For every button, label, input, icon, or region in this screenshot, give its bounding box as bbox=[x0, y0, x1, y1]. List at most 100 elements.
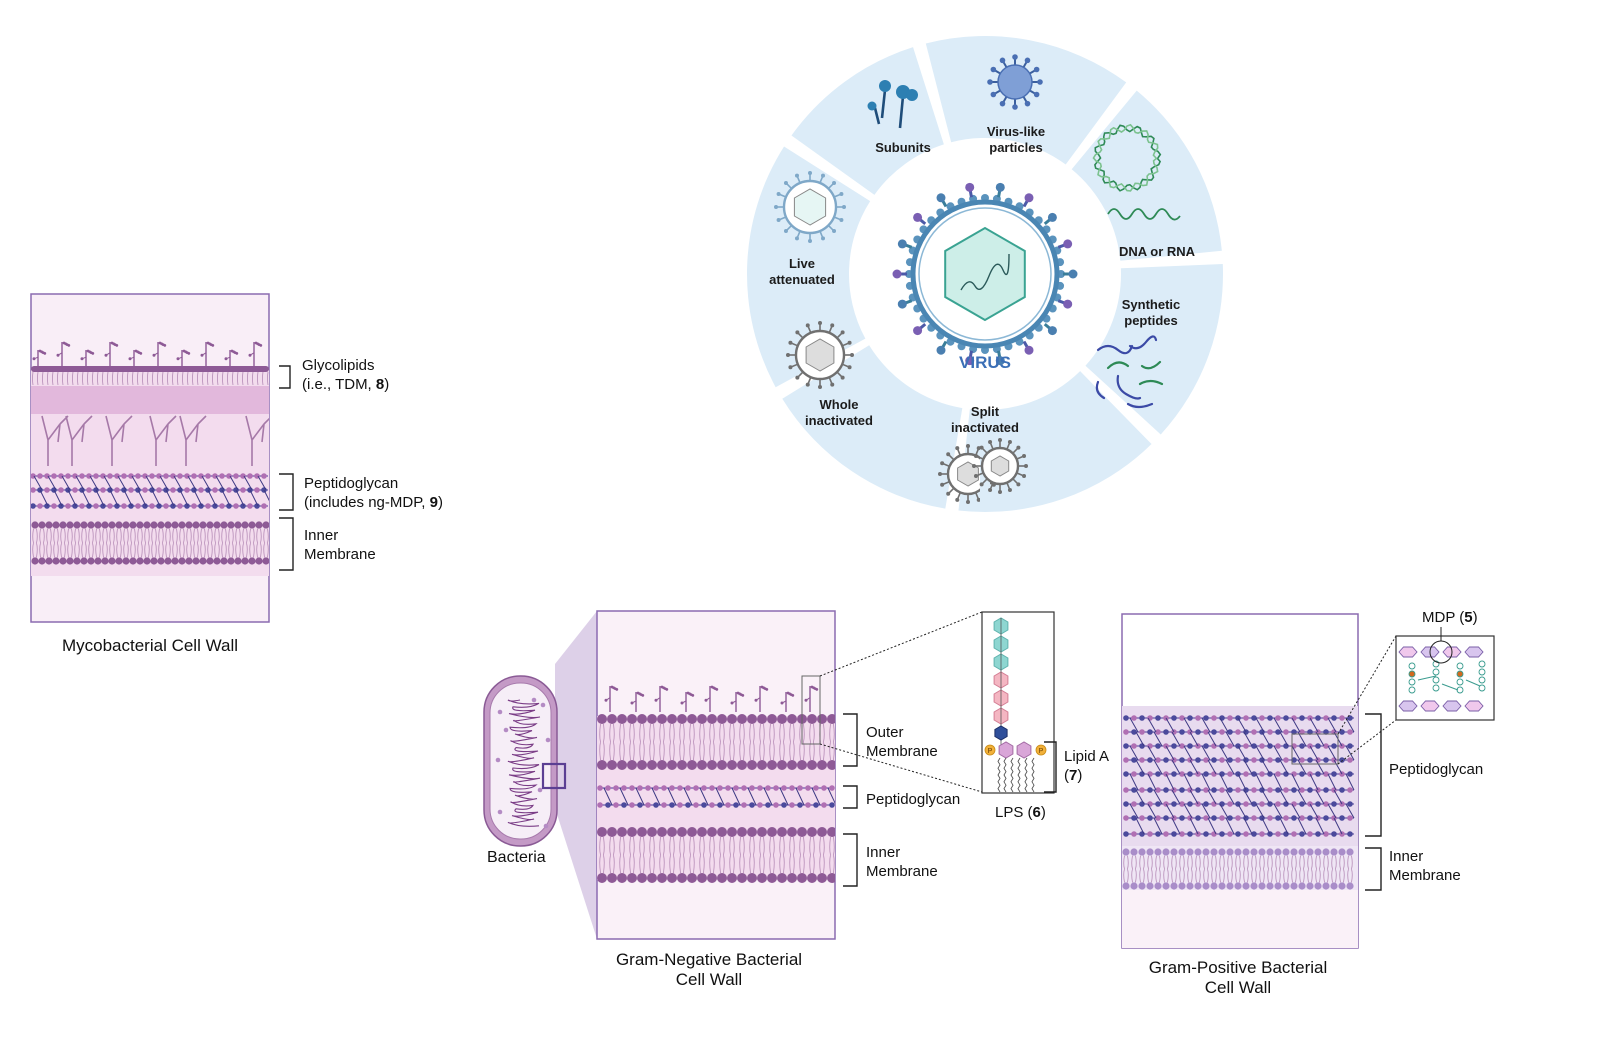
glycan-bead bbox=[1139, 815, 1145, 821]
glycan-bead bbox=[1203, 787, 1209, 793]
glycan-bead bbox=[709, 785, 715, 791]
peptide-crosslink bbox=[1309, 745, 1319, 761]
lipid-head bbox=[1146, 848, 1154, 856]
glycan-bead bbox=[1283, 787, 1289, 793]
peptide-crosslink bbox=[257, 475, 267, 491]
peptide-crosslink bbox=[1243, 759, 1253, 775]
peptide-crosslink bbox=[1333, 817, 1343, 835]
lipid-tail bbox=[95, 528, 101, 558]
lipid-a-num: 7 bbox=[1069, 767, 1078, 784]
glycan-bead bbox=[247, 503, 253, 509]
gn-periplasm-bg bbox=[597, 716, 835, 880]
peptide-crosslink bbox=[229, 475, 239, 491]
lipid-head bbox=[52, 521, 60, 529]
peptide-crosslink bbox=[1153, 817, 1163, 835]
mycolic-tail bbox=[127, 371, 129, 386]
glycan-bead bbox=[813, 802, 819, 808]
glycan-bead bbox=[1331, 831, 1337, 837]
glycan-bead bbox=[1171, 771, 1177, 777]
glycan-bead bbox=[1267, 715, 1273, 721]
lipid-head bbox=[1290, 848, 1298, 856]
lipid-head bbox=[1162, 848, 1170, 856]
lipid-head bbox=[1242, 882, 1250, 890]
virus-spike-head bbox=[972, 464, 976, 468]
virus-spike-head bbox=[979, 445, 984, 450]
virus-capsid bbox=[805, 338, 835, 372]
virus-spike-head bbox=[842, 205, 846, 209]
lipid-head bbox=[122, 521, 130, 529]
lipid-tail bbox=[609, 723, 615, 761]
peptide-crosslink bbox=[1345, 773, 1355, 791]
gp-caption: Gram-Positive Bacterial Cell Wall bbox=[1108, 958, 1368, 998]
vlp-body bbox=[997, 64, 1033, 100]
lipid-head bbox=[677, 714, 687, 724]
glycan-bead bbox=[1275, 801, 1281, 807]
peptide-chain bbox=[1096, 344, 1134, 355]
glycan-bead bbox=[653, 802, 659, 808]
lipid-head bbox=[727, 827, 737, 837]
glycan-bead bbox=[1219, 757, 1225, 763]
lipid-head bbox=[164, 521, 172, 529]
peptide-crosslink bbox=[1129, 717, 1139, 733]
lipid-head bbox=[737, 827, 747, 837]
lipid-tail bbox=[1243, 855, 1249, 883]
mycolic-tail bbox=[112, 371, 114, 386]
lipid-head bbox=[747, 827, 757, 837]
glycan-bead bbox=[1155, 715, 1161, 721]
spike-head bbox=[913, 212, 923, 222]
glycan-bead bbox=[261, 503, 267, 509]
sugar-bead bbox=[715, 688, 719, 691]
mycolic-tail bbox=[227, 371, 229, 386]
peptide-chain bbox=[1138, 379, 1164, 386]
glycan-branch bbox=[705, 697, 711, 701]
gn-caption: Gram-Negative Bacterial Cell Wall bbox=[579, 950, 839, 990]
peptide-crosslink bbox=[1135, 731, 1145, 747]
glycan-bead bbox=[1259, 831, 1265, 837]
glycan-bead bbox=[1339, 715, 1345, 721]
lipid-tail bbox=[599, 836, 605, 874]
peptide-crosslink bbox=[215, 475, 225, 491]
lipid-tail bbox=[769, 836, 775, 874]
mdp-num: 5 bbox=[1464, 609, 1473, 626]
spike-head bbox=[965, 182, 975, 192]
lipid-head bbox=[1218, 882, 1226, 890]
virus-spike-head bbox=[788, 365, 793, 370]
spike-head bbox=[995, 356, 1005, 366]
lipid-tail bbox=[809, 723, 815, 761]
lipid-head bbox=[1298, 848, 1306, 856]
glycan-bead bbox=[597, 802, 603, 808]
glycan-bead bbox=[1171, 801, 1177, 807]
peptide-crosslink bbox=[61, 475, 71, 491]
peptide-crosslink bbox=[1237, 745, 1247, 761]
glycan-bead bbox=[1283, 729, 1289, 735]
lipid-head bbox=[687, 827, 697, 837]
glycan-bead bbox=[163, 503, 169, 509]
lipid-head bbox=[1274, 882, 1282, 890]
glycan-bead bbox=[677, 785, 683, 791]
peptide-crosslink bbox=[651, 787, 661, 806]
segment-label-split-1: Split bbox=[971, 404, 1000, 419]
lipid-head bbox=[807, 873, 817, 883]
glycan-bead bbox=[1123, 729, 1129, 735]
virus-spike-head bbox=[1022, 454, 1027, 459]
virus-spike-head bbox=[795, 330, 800, 335]
lipid-head bbox=[171, 557, 179, 565]
glycan-bead bbox=[1291, 757, 1297, 763]
peptide-crosslink bbox=[1153, 789, 1163, 805]
lipid-tail bbox=[699, 836, 705, 874]
central-virus-icon bbox=[892, 182, 1078, 366]
peptide-crosslink bbox=[779, 787, 789, 806]
mycolic-tail bbox=[252, 371, 254, 386]
glycan-bead bbox=[1315, 831, 1321, 837]
glycan-branch bbox=[781, 700, 787, 704]
glycan-bead bbox=[1131, 771, 1137, 777]
gn-caption-line1: Gram-Negative Bacterial bbox=[615, 950, 803, 969]
glycan-bead bbox=[781, 802, 787, 808]
glycan-bead bbox=[1307, 831, 1313, 837]
lipid-head bbox=[101, 557, 109, 565]
glycan-bead bbox=[1163, 729, 1169, 735]
glycan-sugar bbox=[1420, 700, 1440, 712]
glycan-bead bbox=[1131, 757, 1137, 763]
arabinan-branch bbox=[149, 415, 177, 466]
